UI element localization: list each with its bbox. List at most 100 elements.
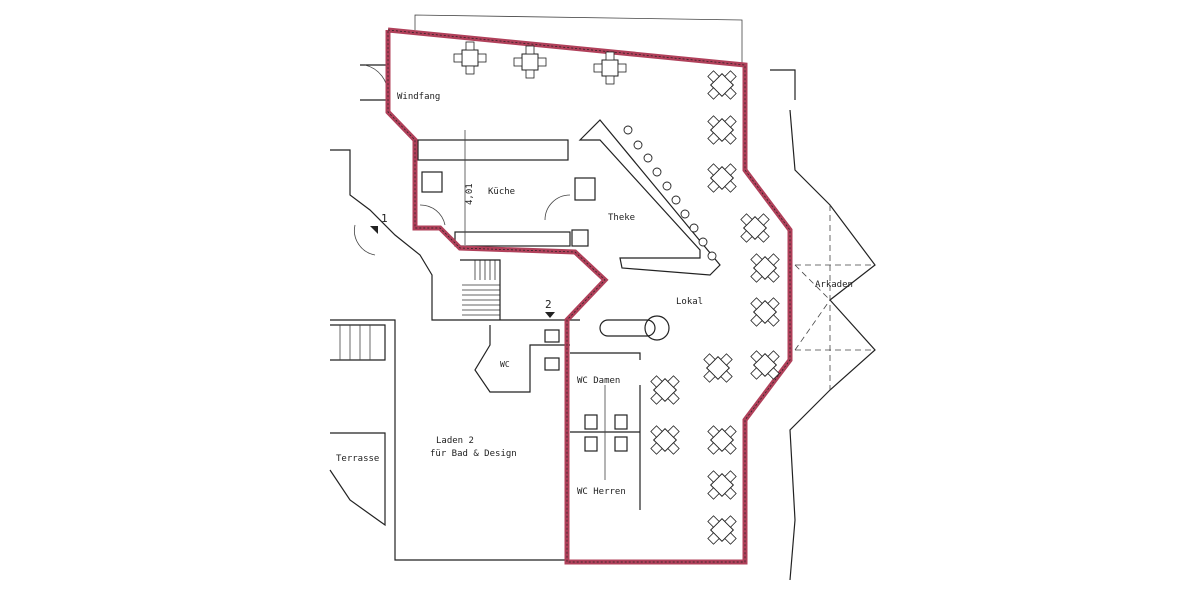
chair (703, 370, 716, 383)
chair (724, 515, 737, 528)
bar-stool (662, 181, 672, 191)
table-with-chairs (703, 353, 733, 383)
chair (767, 253, 780, 266)
chair (617, 63, 627, 73)
chair (650, 425, 663, 438)
table-with-chairs (750, 297, 780, 327)
chair (593, 63, 603, 73)
chair (707, 425, 720, 438)
chair (453, 53, 463, 63)
label-windfang: Windfang (397, 92, 440, 102)
bar-stool (633, 140, 643, 150)
label-entrance-2: 2 (545, 298, 552, 311)
chair (525, 69, 535, 79)
table-with-chairs (650, 425, 680, 455)
chair (724, 442, 737, 455)
chair (724, 163, 737, 176)
chair (724, 532, 737, 545)
chair (525, 45, 535, 55)
label-terrasse: Terrasse (336, 454, 379, 464)
sink (571, 229, 589, 247)
chair (757, 213, 770, 226)
chair (724, 132, 737, 145)
chair (650, 375, 663, 388)
chair (707, 470, 720, 483)
chair (740, 230, 753, 243)
entrance-arrow-icon (370, 226, 378, 234)
chair (707, 180, 720, 193)
chair (750, 297, 763, 310)
toilet (614, 414, 628, 430)
door-swing (419, 204, 446, 226)
chair (757, 230, 770, 243)
chair (667, 375, 680, 388)
chair (707, 115, 720, 128)
chair (465, 65, 475, 75)
chair (767, 350, 780, 363)
chair (767, 270, 780, 283)
chair (720, 370, 733, 383)
toilet (614, 436, 628, 452)
chair (724, 470, 737, 483)
table-with-chairs (707, 70, 737, 100)
label-kueche: Küche (488, 187, 515, 197)
chair (724, 115, 737, 128)
table-with-chairs (740, 213, 770, 243)
chair (750, 253, 763, 266)
chair (707, 87, 720, 100)
door-swing (544, 194, 571, 221)
dining-tables (453, 41, 780, 545)
label-laden-subtitle: für Bad & Design (430, 449, 517, 459)
chair (724, 87, 737, 100)
table-with-chairs (707, 515, 737, 545)
chair (703, 353, 716, 366)
bar-stool (698, 237, 708, 247)
wc-damen-wall (570, 352, 641, 360)
chair (724, 70, 737, 83)
highlighted-walls (385, 27, 793, 565)
table-with-chairs (750, 253, 780, 283)
chair (650, 442, 663, 455)
chair (707, 515, 720, 528)
entrance-arrow-icon (545, 312, 555, 318)
wc-small-walls (474, 325, 570, 393)
chair (707, 132, 720, 145)
chair (750, 314, 763, 327)
table-with-chairs (707, 115, 737, 145)
table-with-chairs (707, 425, 737, 455)
label-lokal: Lokal (676, 297, 703, 307)
interior-stairs (462, 260, 500, 316)
arcade-outline (770, 69, 876, 581)
chair (724, 425, 737, 438)
bar-counter (578, 119, 721, 276)
toilet (544, 357, 560, 371)
chair (537, 57, 547, 67)
upper-boundary-line (414, 14, 743, 65)
chair (605, 75, 615, 85)
table-with-chairs (707, 163, 737, 193)
chair (707, 442, 720, 455)
label-entrance-1: 1 (381, 212, 388, 225)
table-with-chairs (513, 45, 547, 79)
chair (724, 487, 737, 500)
chair (605, 51, 615, 61)
bar-stool (680, 209, 690, 219)
bar-stools (623, 125, 717, 261)
left-building-wall (330, 149, 580, 321)
chair (707, 487, 720, 500)
terrasse-wall (329, 432, 386, 527)
table-with-chairs (453, 41, 487, 75)
table (601, 59, 619, 77)
round-fixture (644, 315, 670, 341)
label-dimension: 4,01 (465, 183, 475, 205)
chair (667, 425, 680, 438)
table-with-chairs (750, 350, 780, 380)
door-swing (354, 224, 376, 256)
chair (707, 532, 720, 545)
label-wc-herren: WC Herren (577, 487, 626, 497)
toilet (584, 436, 598, 452)
toilet (584, 414, 598, 430)
label-theke: Theke (608, 213, 635, 223)
stair-wall (460, 259, 501, 320)
